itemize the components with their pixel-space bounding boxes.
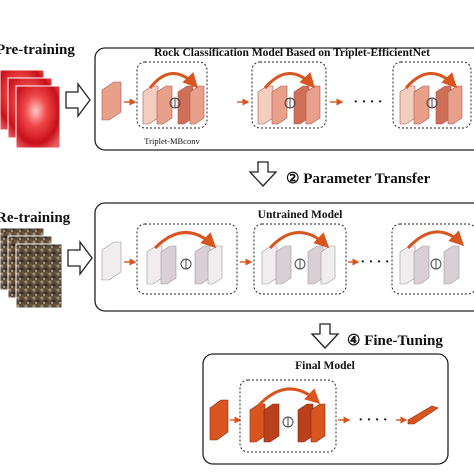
untrained-model-blocks: · · · · [101, 223, 474, 295]
untrained-model-title: Untrained Model [258, 209, 343, 221]
hollow-arrow-right-icon [67, 240, 93, 276]
ellipsis: · · · · [353, 95, 382, 110]
rock-model-box [94, 47, 474, 151]
untrained-model-box [94, 202, 474, 312]
step-parameter-transfer: ② Parameter Transfer [286, 171, 431, 187]
retraining-image-stack [0, 227, 63, 309]
rock-model-title: Rock Classification Model Based on Tripl… [154, 47, 430, 59]
svg-text:· · · ·: · · · · [360, 255, 389, 270]
svg-text:· · · ·: · · · · [358, 413, 387, 428]
pretraining-image-stack [0, 69, 61, 149]
output-layer [407, 405, 439, 425]
triplet-mbconv-block [136, 61, 208, 129]
input-layer [101, 81, 122, 121]
rock-model-blocks: Triplet-MBconv · · · · [101, 61, 472, 146]
stage-label-pretraining: Pre-training [0, 42, 75, 58]
triplet-mbconv-caption: Triplet-MBconv [144, 136, 200, 146]
stage-label-retraining: Re-training [0, 210, 71, 226]
final-model-blocks: · · · · [209, 379, 439, 453]
final-model-box [202, 353, 449, 465]
hollow-arrow-down-icon [248, 161, 278, 187]
step-fine-tuning: ④ Fine-Tuning [347, 333, 443, 349]
hollow-arrow-down-icon [310, 323, 340, 349]
hollow-arrow-right-icon [65, 82, 91, 118]
final-model-title: Final Model [295, 360, 355, 372]
